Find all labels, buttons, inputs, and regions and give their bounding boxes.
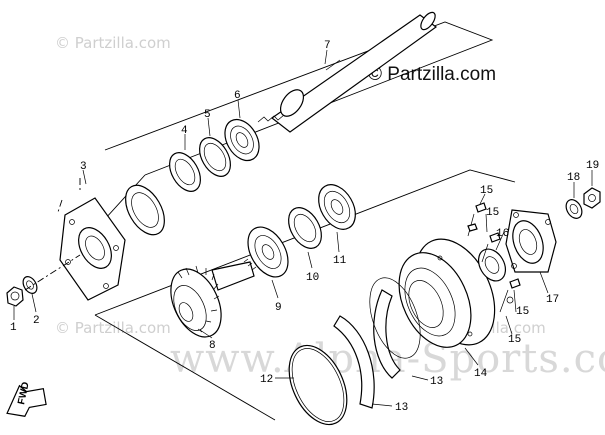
label-part-11: 11 xyxy=(333,255,347,267)
flange-17-part xyxy=(505,209,557,273)
label-part-6: 6 xyxy=(234,90,241,102)
label-part-8: 8 xyxy=(209,340,216,352)
label-part-15-top: 15 xyxy=(480,185,493,197)
center-line-left xyxy=(24,254,81,291)
washer-part xyxy=(22,276,38,294)
bolt-group xyxy=(467,202,521,313)
housing-16-part xyxy=(477,248,507,282)
label-part-15-bottom: 15 xyxy=(508,334,521,346)
shim-ring-part xyxy=(369,277,421,379)
label-part-13-upper: 13 xyxy=(430,376,443,388)
lower-frame-bottom xyxy=(94,314,276,421)
seal-18-part xyxy=(565,199,583,219)
label-part-14: 14 xyxy=(474,368,488,380)
label-part-12: 12 xyxy=(260,374,273,386)
label-part-3: 3 xyxy=(80,161,87,173)
o-ring-part xyxy=(288,344,348,426)
label-part-10: 10 xyxy=(306,272,319,284)
leader-lines xyxy=(13,49,593,407)
seal-5-part xyxy=(199,137,231,177)
bearing-6-part xyxy=(224,118,260,162)
label-part-19: 19 xyxy=(586,160,599,172)
fwd-text: FWD xyxy=(16,381,31,406)
label-part-4: 4 xyxy=(181,125,188,137)
label-part-13-lower: 13 xyxy=(395,402,408,414)
label-part-16: 16 xyxy=(496,228,509,240)
bevel-gear-part xyxy=(170,258,257,338)
bearing-11-part xyxy=(318,184,356,230)
bearing-9-part xyxy=(247,226,289,278)
watermark-partzilla: © Partzilla.com xyxy=(368,64,496,85)
label-part-15-upper: 15 xyxy=(486,207,499,219)
label-part-1: 1 xyxy=(10,322,17,334)
label-part-18: 18 xyxy=(567,172,580,184)
spacer-10-part xyxy=(288,207,322,249)
oil-seal-part xyxy=(125,184,165,236)
label-part-2: 2 xyxy=(33,315,40,327)
ring-4-part xyxy=(169,152,201,192)
forward-arrow: FWD xyxy=(6,381,47,417)
gasket-part xyxy=(333,315,375,409)
shaft-part xyxy=(257,11,438,133)
nut-part xyxy=(6,286,24,307)
watermark-faint-2: © Partzilla.com xyxy=(55,319,171,337)
watermark-faint-1: © Partzilla.com xyxy=(55,34,171,52)
label-part-7: 7 xyxy=(324,40,331,52)
o-ring-inner xyxy=(291,348,345,422)
label-part-15-middle: 15 xyxy=(516,306,529,318)
lower-frame xyxy=(94,169,516,316)
label-part-5: 5 xyxy=(204,109,211,121)
label-part-17: 17 xyxy=(546,294,559,306)
ring-gear-cover-part xyxy=(398,238,496,348)
nut-19-part xyxy=(583,187,601,209)
label-part-9: 9 xyxy=(275,302,282,314)
housing-flange-part xyxy=(57,178,126,301)
